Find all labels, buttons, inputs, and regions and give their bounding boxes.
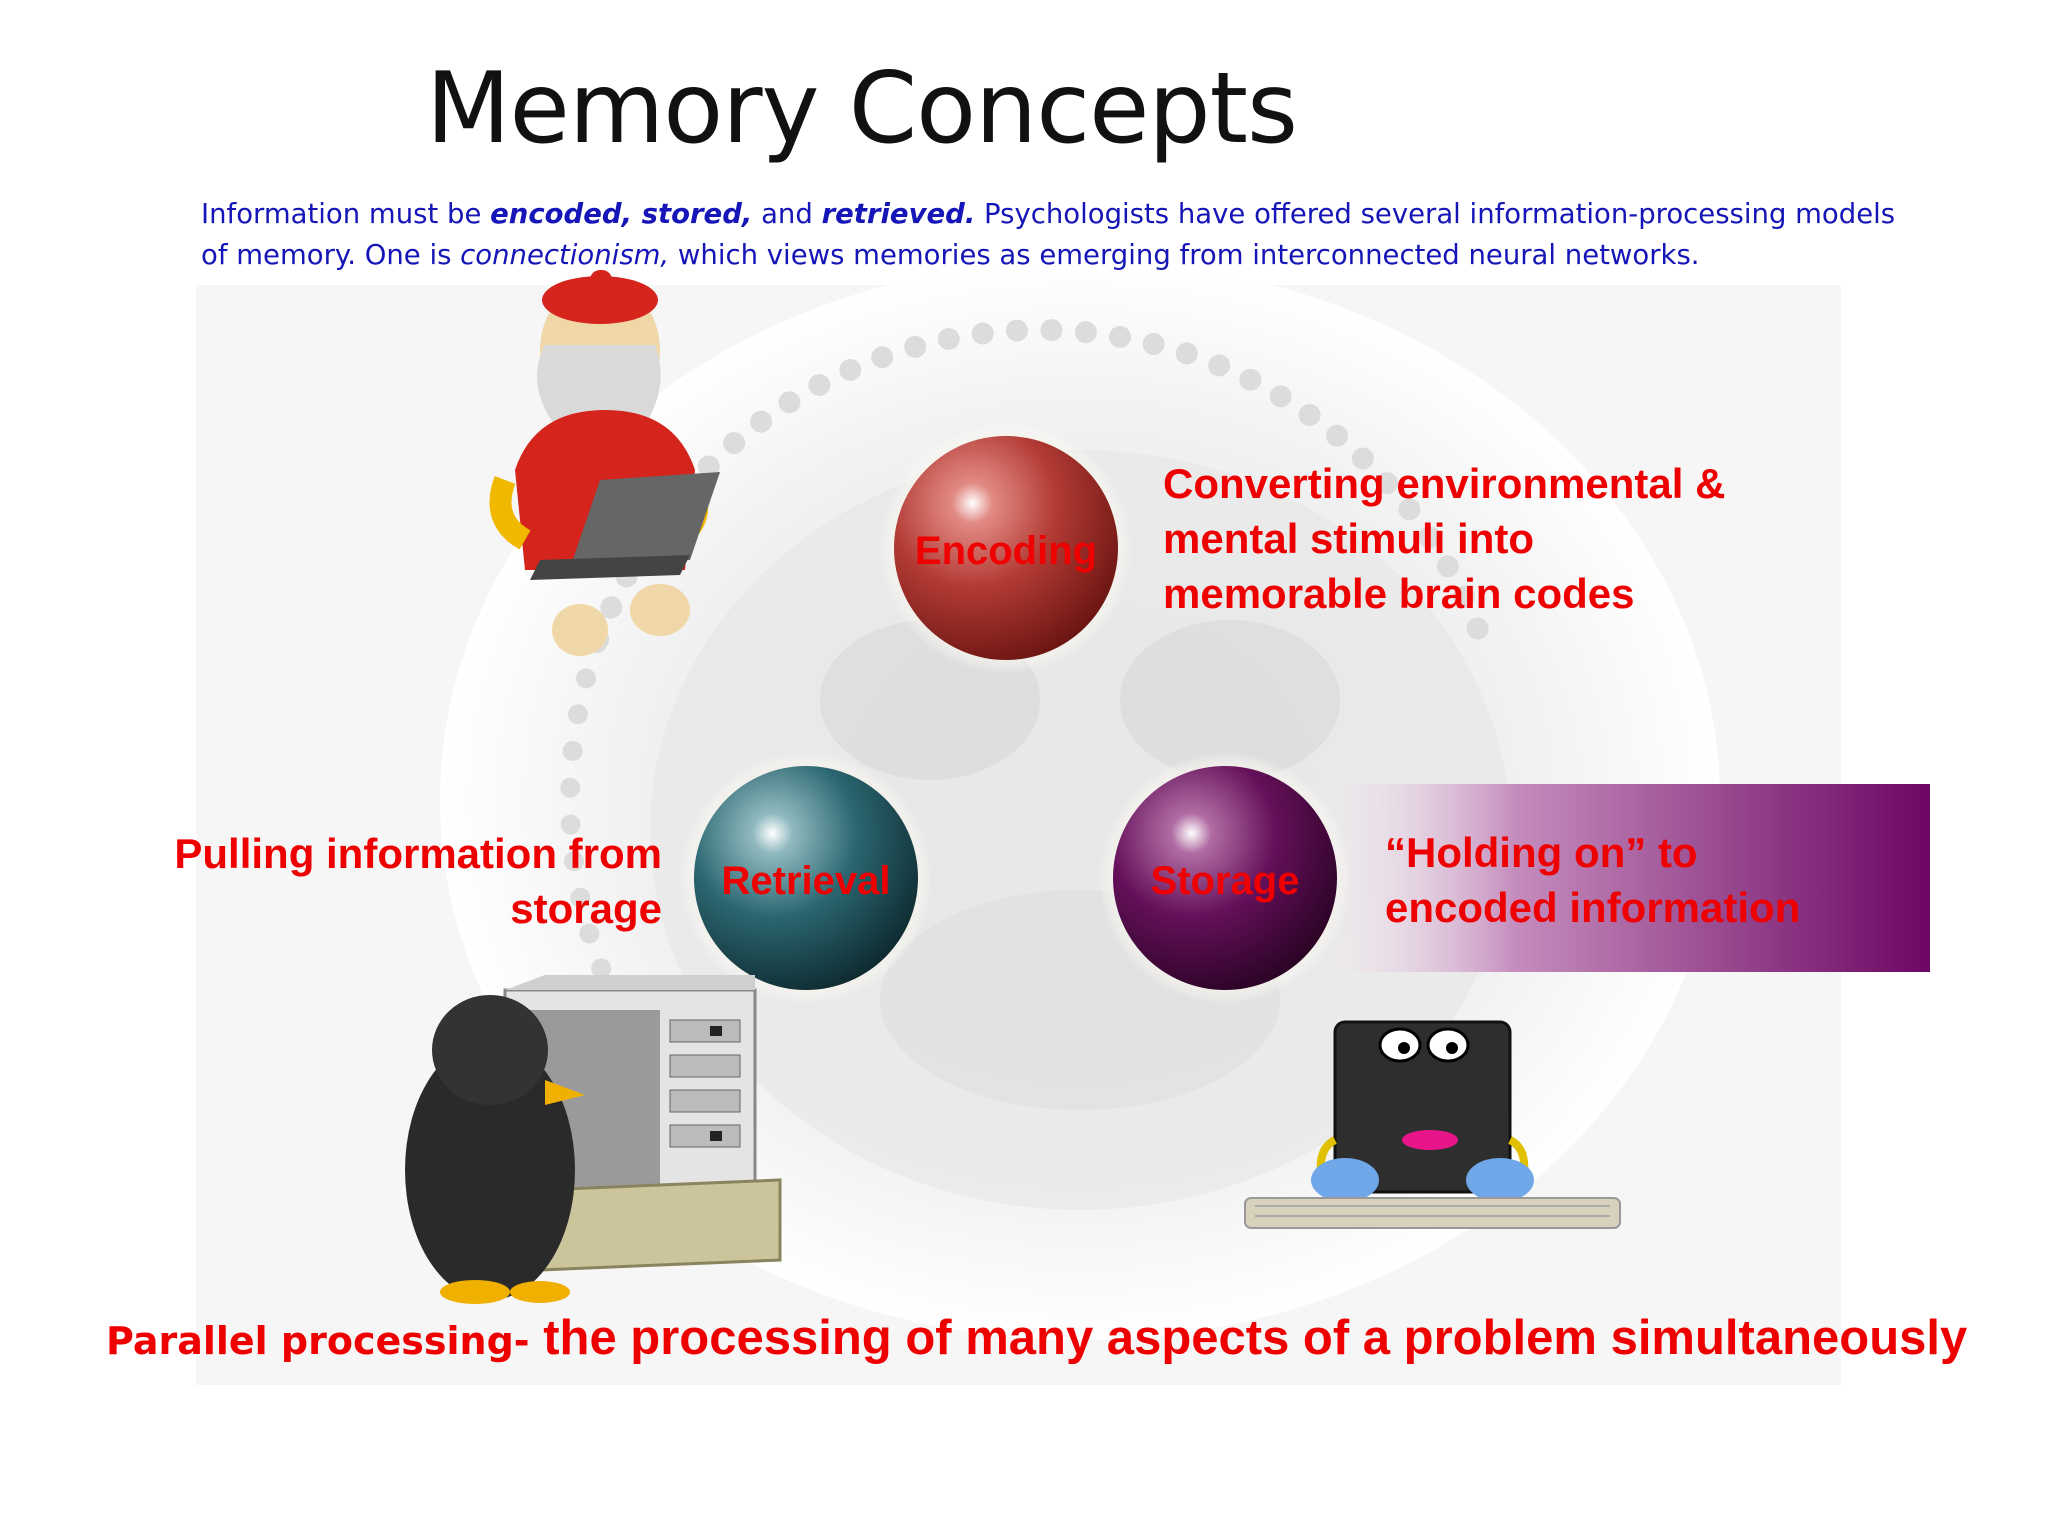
computer-with-face-typing-icon [1244,1020,1621,1229]
intro-emphasis-2: retrieved. [821,198,976,230]
intro-emphasis-1: encoded, stored, [490,198,753,230]
old-man-with-laptop-icon [489,270,720,656]
intro-text-3: Psychologists have offered several infor… [201,198,1896,271]
storage-label: Storage [1151,859,1300,903]
encoding-description-line: Converting environmental & [1163,460,1726,507]
page-title: Memory Concepts [426,52,1298,166]
intro-italic-term: connectionism, [460,239,670,271]
parallel-processing-term: Parallel processing- [106,1319,530,1363]
parallel-processing-definition: Parallel processing- the processing of m… [106,1310,1967,1366]
retrieval-sphere [694,766,918,990]
intro-text-2: and [752,198,822,230]
encoding-sphere [894,436,1118,660]
retrieval-description-line: storage [510,885,662,932]
encoding-label: Encoding [915,529,1097,573]
intro-text-4: which views memories as emerging from in… [669,239,1700,271]
retrieval-description: Pulling information from storage [100,826,662,936]
retrieval-label: Retrieval [722,859,891,903]
storage-description: “Holding on” to encoded information [1385,825,1800,935]
penguin-with-computer-icon [405,975,782,1304]
intro-paragraph: Information must be encoded, stored, and… [201,194,1921,276]
intro-text-1: Information must be [201,198,491,230]
encoding-description-line: mental stimuli into [1163,515,1535,562]
retrieval-description-line: Pulling information from [174,830,662,877]
parallel-processing-text: the processing of many aspects of a prob… [529,1311,1968,1365]
encoding-description: Converting environmental & mental stimul… [1163,456,1725,621]
storage-description-line: “Holding on” to [1385,829,1698,876]
storage-sphere [1113,766,1337,990]
storage-description-line: encoded information [1385,884,1801,931]
encoding-description-line: memorable brain codes [1163,570,1635,617]
